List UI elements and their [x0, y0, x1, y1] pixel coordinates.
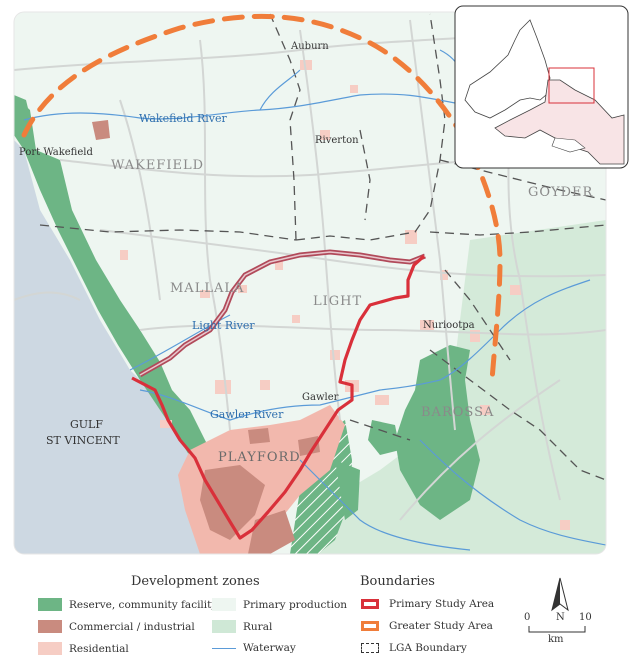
- map-legend: Development zones Boundaries Reserve, co…: [0, 566, 632, 658]
- river-wakefield: Wakefield River: [139, 112, 228, 125]
- legend-waterway: Waterway: [212, 642, 296, 654]
- industrial-area: [298, 436, 320, 456]
- legend-label: Waterway: [243, 642, 296, 654]
- legend-label: Reserve, community facility: [69, 598, 218, 611]
- north-label: N: [556, 612, 565, 620]
- legend-label: Rural: [243, 620, 273, 633]
- lga-barossa: BAROSSA: [421, 405, 494, 420]
- legend-residential: Residential: [38, 642, 129, 655]
- place-auburn: Auburn: [290, 41, 329, 52]
- industrial-area: [200, 465, 265, 540]
- lga-playford: PLAYFORD: [218, 450, 301, 465]
- map-frame: [13, 11, 607, 555]
- lga-boundary-swatch: [361, 643, 379, 653]
- waterway-swatch: [212, 647, 236, 649]
- north-arrow-icon: N: [551, 577, 569, 620]
- primary-study-area-boundary: [131, 254, 426, 540]
- reserve-east-gawler: [335, 460, 360, 520]
- legend-label: Commercial / industrial: [69, 620, 195, 633]
- legend-primary-study-area: Primary Study Area: [358, 598, 494, 610]
- legend-label: LGA Boundary: [389, 642, 467, 654]
- lga-light: LIGHT: [313, 294, 362, 309]
- river-gawler: Gawler River: [210, 408, 284, 421]
- place-port-wakefield: Port Wakefield: [19, 147, 93, 158]
- inset-locator-map: [454, 5, 629, 169]
- rural-swatch: [212, 620, 236, 633]
- study-area-map: Auburn Port Wakefield Riverton Nuriootpa…: [13, 5, 629, 555]
- sea-label-line2: ST VINCENT: [46, 434, 120, 447]
- scale-unit: km: [548, 634, 564, 645]
- residential-patches: [120, 60, 570, 530]
- reserve-swatch: [38, 598, 62, 611]
- lga-wakefield: WAKEFIELD: [111, 158, 204, 173]
- place-riverton: Riverton: [315, 135, 359, 146]
- scale-start: 0: [524, 612, 531, 623]
- legend-label: Residential: [69, 642, 129, 655]
- commercial-swatch: [38, 620, 62, 633]
- reserve-patch: [368, 420, 400, 455]
- greater-study-area-swatch: [361, 621, 379, 631]
- legend-greater-study-area: Greater Study Area: [358, 620, 493, 632]
- legend-primary-production: Primary production: [212, 598, 347, 611]
- legend-label: Primary production: [243, 598, 348, 611]
- legend-reserve: Reserve, community facility: [38, 598, 217, 611]
- legend-label: Primary Study Area: [389, 598, 495, 610]
- development-zones-title: Development zones: [131, 574, 260, 589]
- legend-commercial: Commercial / industrial: [38, 620, 195, 633]
- legend-label: Greater Study Area: [389, 620, 493, 632]
- primary-production-swatch: [212, 598, 236, 611]
- legend-rural: Rural: [212, 620, 272, 633]
- coastal-reserve: [14, 95, 235, 520]
- light-river-channel: [139, 251, 426, 376]
- boundaries-title: Boundaries: [360, 574, 435, 589]
- northern-reserve: [14, 95, 32, 130]
- place-nuriootpa: Nuriootpa: [423, 320, 475, 331]
- lga-mallala: MALLALA: [170, 281, 244, 296]
- scale-end: 10: [579, 612, 592, 623]
- gulf-st-vincent: [14, 140, 222, 554]
- legend-lga-boundary: LGA Boundary: [358, 642, 467, 654]
- industrial-area: [92, 120, 110, 140]
- river-light: Light River: [192, 319, 255, 332]
- industrial-area: [248, 428, 270, 444]
- scale-bar: [528, 626, 586, 633]
- sea-label-line1: GULF: [70, 418, 103, 431]
- place-gawler: Gawler: [302, 392, 339, 403]
- lga-goyder: GOYDER: [528, 185, 594, 200]
- hatched-reserve: [290, 420, 352, 554]
- primary-study-area-swatch: [361, 599, 379, 609]
- residential-swatch: [38, 642, 62, 655]
